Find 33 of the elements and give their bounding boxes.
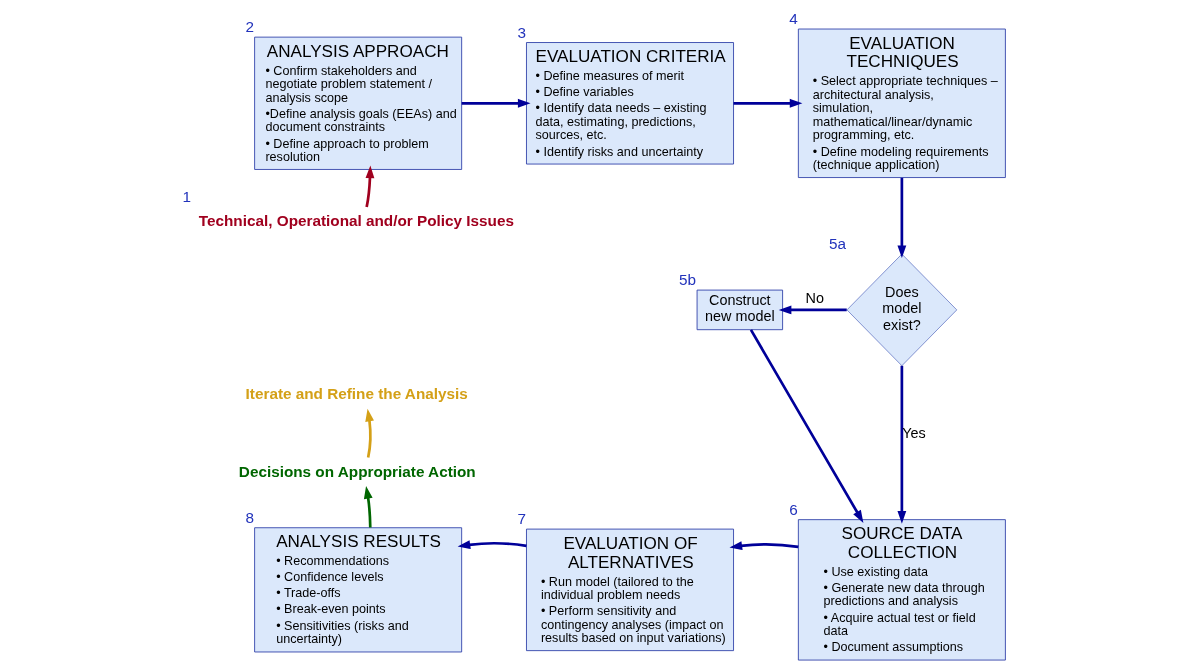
node-label: 6 xyxy=(788,500,798,518)
edge-label: Yes xyxy=(901,425,926,442)
arrow xyxy=(729,541,798,551)
node-text: Technical, Operational and/or Policy Issues xyxy=(198,212,514,230)
arrow xyxy=(461,98,531,108)
node-label: 2 xyxy=(245,18,254,36)
node-box: Construct new model xyxy=(696,289,783,331)
edge-label: No xyxy=(805,289,824,306)
arrow xyxy=(364,165,374,208)
node-label: 3 xyxy=(516,23,526,41)
node-label: 8 xyxy=(245,508,254,526)
node-box: ANALYSIS RESULTS • Recommendations • Confidence levels • Trade-offs • Break-even points • Sensitivities (risks and uncertainty) xyxy=(253,527,462,653)
arrow xyxy=(457,540,527,550)
node-label: 7 xyxy=(516,510,526,528)
arrow xyxy=(778,305,847,315)
node-box: ANALYSIS APPROACH • Confirm stakeholders and negotiate problem statement / analysis scope •Define analysis goals (EEAs) and document constraints • Define approach to problem resolution xyxy=(253,36,462,170)
node-label: 4 xyxy=(788,10,798,28)
arrow xyxy=(896,177,906,259)
node-box: EVALUATION OF ALTERNATIVES • Run model (tailored to the individual problem needs • Perform sensitivity and contingency analyses (impact on results based on input variations) xyxy=(525,528,734,652)
node-text: Iterate and Refine the Analysis xyxy=(245,385,468,403)
node-box: EVALUATION TECHNIQUES • Select appropriate techniques – architectural analysis, simulation, mathematical/linear/dynamic programming, etc. • Define modeling requirements (technique application) xyxy=(797,28,1006,178)
node-box: EVALUATION CRITERIA • Define measures of merit • Define variables • Identify data needs – existing data, estimating, predictions, sources, etc. • Identify risks and uncertainty xyxy=(525,42,734,165)
arrow xyxy=(363,486,373,528)
node-label: 1 xyxy=(182,188,191,206)
arrow xyxy=(364,408,374,458)
node-label: 5a xyxy=(828,235,846,253)
node-diamond: Does model exist? xyxy=(846,253,957,367)
arrow xyxy=(896,365,906,524)
arrow xyxy=(749,329,863,523)
node-box: SOURCE DATA COLLECTION • Use existing data • Generate new data through predictions and analysis • Acquire actual test or field data • Document assumptions xyxy=(797,519,1006,661)
node-text: Decisions on Appropriate Action xyxy=(238,462,476,480)
node-label: 5b xyxy=(678,271,696,289)
arrow xyxy=(733,98,802,108)
